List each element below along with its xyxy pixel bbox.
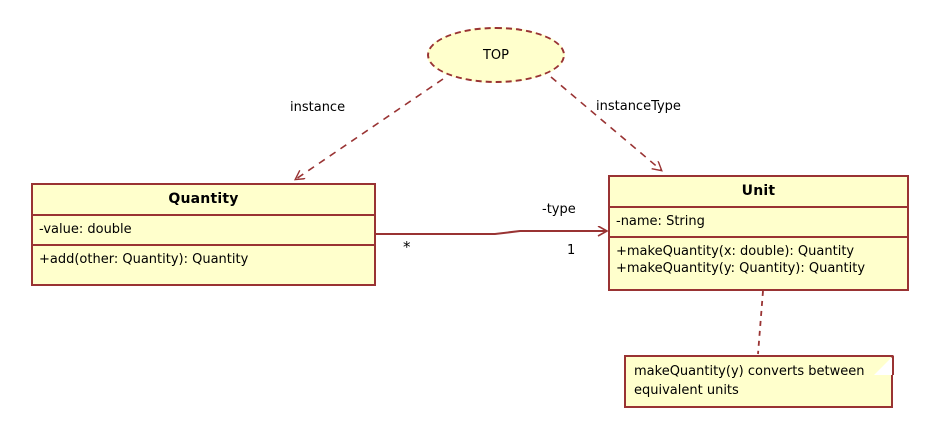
operation-row: +add(other: Quantity): Quantity (39, 252, 249, 267)
attribute-row: -value: double (39, 222, 132, 237)
class-divider (33, 244, 374, 246)
edge-association-type (376, 231, 606, 234)
edge-label-instance-type: instanceType (596, 99, 681, 114)
note-line: makeQuantity(y) converts between (634, 364, 865, 379)
note-box[interactable]: makeQuantity(y) converts between equival… (624, 355, 893, 408)
edge-instance (296, 78, 444, 179)
attributes-compartment-unit: -name: String (610, 208, 907, 236)
class-divider (33, 214, 374, 216)
edge-label-multiplicity-source: * (403, 238, 411, 256)
top-node[interactable]: TOP (427, 27, 565, 83)
edge-label-role-type: -type (542, 202, 576, 217)
attributes-compartment-quantity: -value: double (33, 216, 374, 244)
class-box-unit[interactable]: Unit -name: String +makeQuantity(x: doub… (608, 175, 909, 291)
edge-note-anchor (757, 290, 764, 355)
class-name-unit: Unit (741, 183, 776, 199)
attribute-row: -name: String (616, 214, 705, 229)
operations-compartment-quantity: +add(other: Quantity): Quantity (33, 246, 374, 274)
note-line: equivalent units (634, 383, 739, 398)
operation-row: +makeQuantity(y: Quantity): Quantity (616, 261, 866, 276)
operation-row: +makeQuantity(x: double): Quantity (616, 244, 855, 259)
class-divider (610, 206, 907, 208)
operations-compartment-unit: +makeQuantity(x: double): Quantity +make… (610, 238, 907, 283)
top-node-label: TOP (482, 47, 509, 63)
class-divider (610, 236, 907, 238)
class-box-quantity[interactable]: Quantity -value: double +add(other: Quan… (31, 183, 376, 286)
edge-label-multiplicity-target: 1 (567, 243, 576, 258)
edge-label-instance: instance (290, 100, 346, 115)
class-name-quantity: Quantity (168, 191, 239, 207)
edge-instance-type (550, 76, 661, 170)
